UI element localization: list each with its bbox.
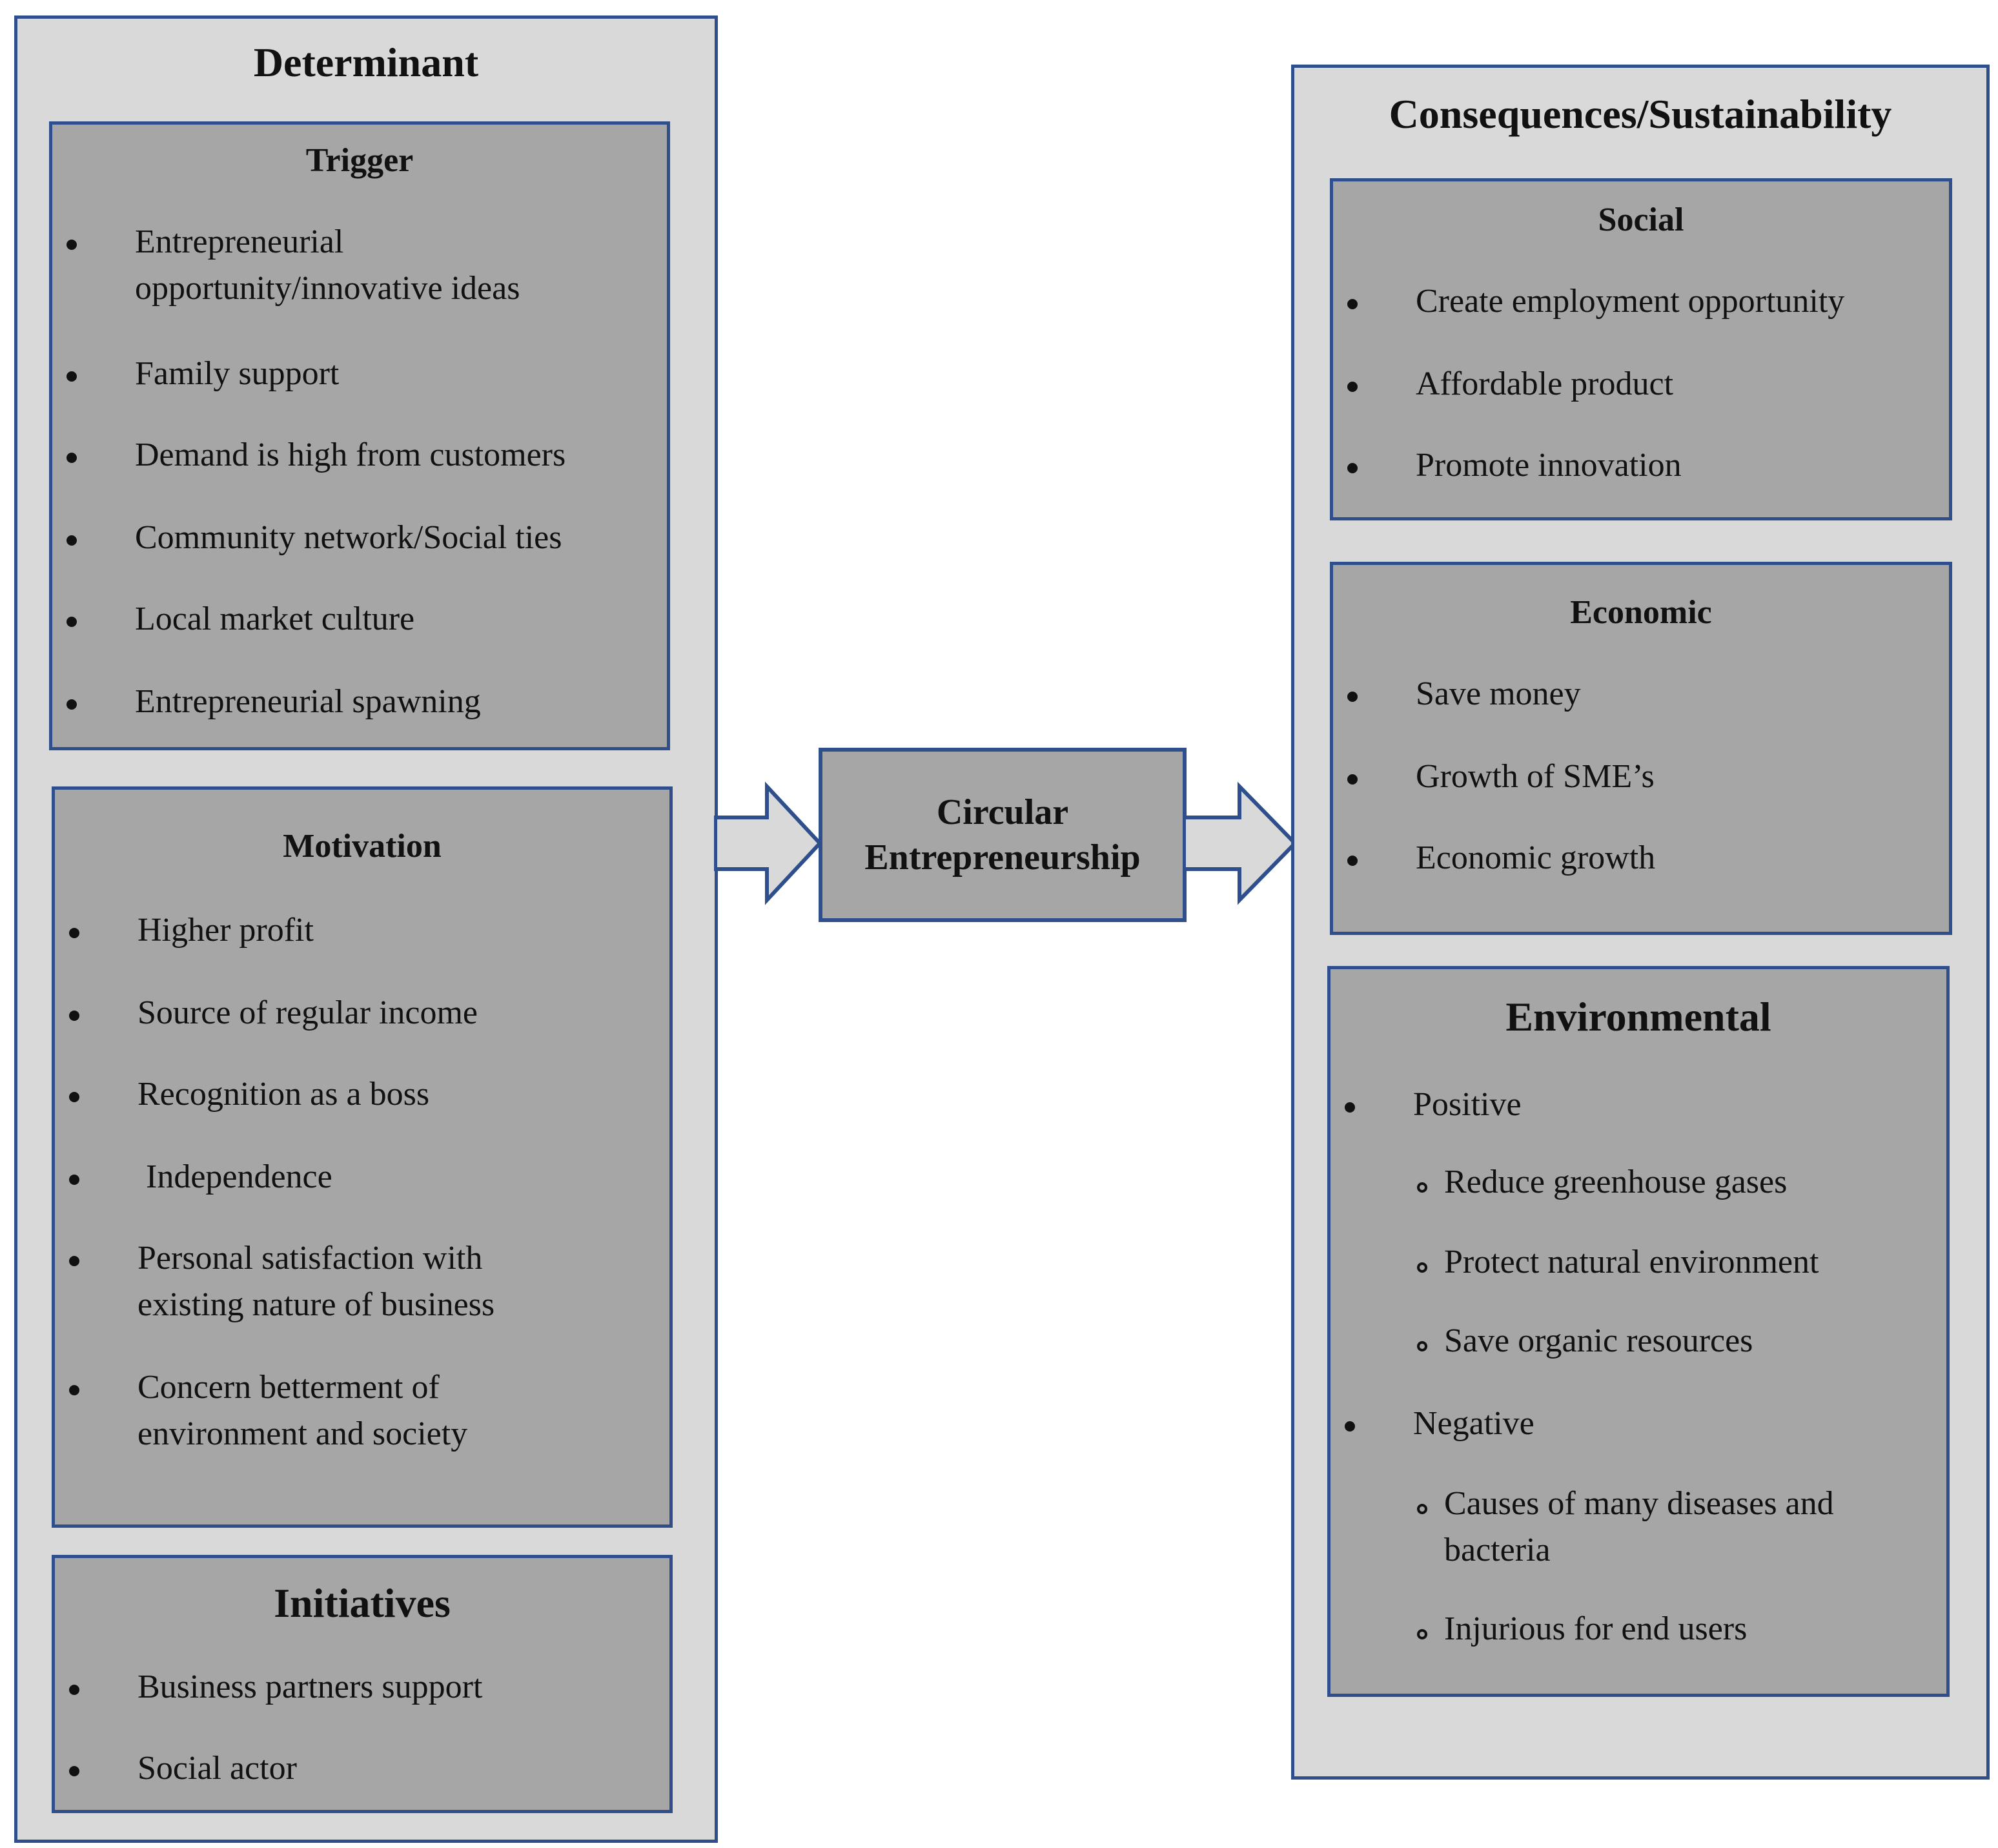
list-item: Recognition as a boss	[138, 1076, 430, 1113]
list-item: Higher profit	[138, 912, 314, 949]
bullet-icon	[69, 1256, 79, 1266]
determinant-title: Determinant	[253, 39, 479, 85]
list-item: Create employment opportunity	[1416, 283, 1845, 320]
economic-title: Economic	[1570, 594, 1712, 631]
consequences-title: Consequences/Sustainability	[1389, 91, 1892, 137]
sub-bullet-icon	[1417, 1262, 1427, 1273]
bullet-icon	[69, 1011, 79, 1021]
sub-bullet-icon	[1417, 1182, 1427, 1193]
bullet-icon	[69, 1175, 79, 1185]
bullet-icon	[1345, 1102, 1355, 1113]
list-item: Affordable product	[1416, 365, 1674, 402]
list-item: Protect natural environment	[1444, 1244, 1819, 1280]
social-title: Social	[1598, 201, 1684, 238]
bullet-icon	[66, 699, 77, 710]
motivation-title: Motivation	[283, 828, 442, 865]
list-item: Economic growth	[1416, 839, 1656, 876]
bullet-icon	[1345, 1421, 1355, 1432]
bullet-icon	[1347, 382, 1358, 392]
center-label: Circular Entrepreneurship	[864, 792, 1141, 878]
trigger-box: Trigger Entrepreneurial opportunity/inno…	[49, 121, 670, 750]
trigger-title: Trigger	[305, 142, 414, 179]
initiatives-box: Initiatives Business partners support So…	[52, 1555, 673, 1813]
bullet-icon	[1347, 692, 1358, 702]
sub-bullet-icon	[1417, 1629, 1427, 1639]
list-item: Entrepreneurial spawning	[135, 683, 481, 720]
list-item: Community network/Social ties	[135, 519, 562, 556]
list-item: Family support	[135, 355, 340, 392]
bullet-icon	[1347, 463, 1358, 473]
list-item: Concern betterment of environment and so…	[138, 1369, 468, 1452]
positive-label: Positive	[1413, 1086, 1522, 1123]
list-item: Local market culture	[135, 601, 415, 637]
bullet-icon	[69, 1685, 79, 1695]
economic-box: Economic Save money Growth of SME’s Econ…	[1330, 562, 1952, 935]
sub-bullet-icon	[1417, 1504, 1427, 1514]
social-box: Social Create employment opportunity Aff…	[1330, 178, 1952, 520]
motivation-box: Motivation Higher profit Source of regul…	[52, 786, 673, 1528]
list-item: Injurious for end users	[1444, 1610, 1748, 1647]
bullet-icon	[1347, 774, 1358, 785]
circular-entrepreneurship-box: Circular Entrepreneurship	[819, 748, 1187, 922]
negative-label: Negative	[1413, 1405, 1534, 1442]
bullet-icon	[1347, 856, 1358, 866]
list-item: Save money	[1416, 675, 1581, 712]
sub-bullet-icon	[1417, 1341, 1427, 1351]
list-item: Social actor	[138, 1750, 297, 1787]
list-item: Growth of SME’s	[1416, 758, 1655, 795]
arrow-right-icon	[1183, 781, 1298, 905]
bullet-icon	[66, 453, 77, 463]
list-item: Business partners support	[138, 1668, 483, 1705]
bullet-icon	[66, 535, 77, 546]
bullet-icon	[69, 1092, 79, 1102]
bullet-icon	[66, 617, 77, 627]
initiatives-title: Initiatives	[274, 1580, 451, 1626]
list-item: Promote innovation	[1416, 447, 1682, 484]
environmental-title: Environmental	[1505, 994, 1771, 1040]
bullet-icon	[66, 371, 77, 382]
list-item: Personal satisfaction with existing natu…	[138, 1240, 495, 1323]
bullet-icon	[69, 1766, 79, 1776]
list-item: Reduce greenhouse gases	[1444, 1164, 1788, 1200]
list-item: Entrepreneurial opportunity/innovative i…	[135, 223, 520, 307]
list-item: Independence	[138, 1158, 332, 1195]
bullet-icon	[69, 1385, 79, 1395]
list-item: Causes of many diseases and bacteria	[1444, 1485, 1834, 1568]
bullet-icon	[66, 240, 77, 250]
list-item: Demand is high from customers	[135, 436, 566, 473]
arrow-right-icon	[714, 781, 823, 905]
environmental-box: Environmental Positive Reduce greenhouse…	[1327, 966, 1950, 1697]
bullet-icon	[1347, 299, 1358, 309]
list-item: Source of regular income	[138, 994, 478, 1031]
list-item: Save organic resources	[1444, 1322, 1753, 1359]
bullet-icon	[69, 928, 79, 938]
